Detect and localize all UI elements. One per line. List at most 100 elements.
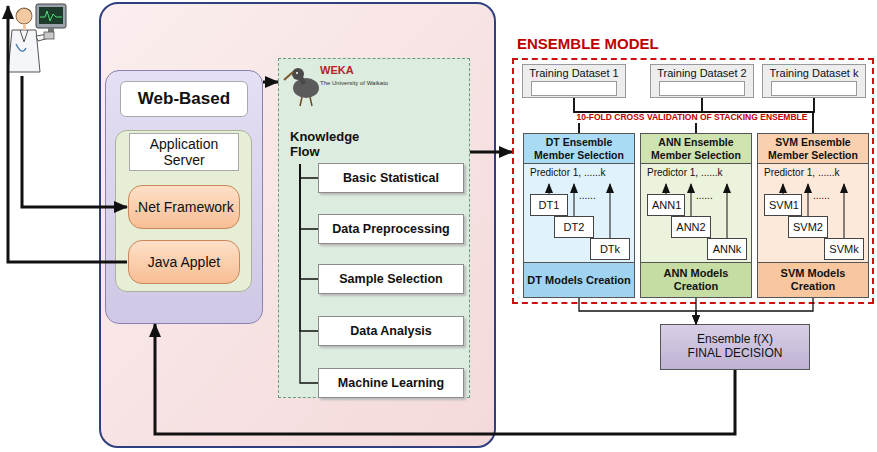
text-slot: Predictor 1, ......k [527, 165, 631, 181]
connector [263, 81, 278, 84]
predictor-arrow [808, 184, 809, 216]
connector [813, 98, 814, 133]
box-label: Machine Learning [338, 376, 444, 390]
model-box: SVMk [824, 238, 864, 260]
model-box: DT1 [530, 194, 568, 216]
text-slot: DT Ensemble Member Selection [524, 134, 634, 164]
connector [300, 164, 318, 331]
ensemble-region: Training Dataset 1 Training Dataset 2 Trai… [512, 58, 874, 304]
box-label: ANN2 [676, 221, 705, 234]
ellipsis-mark: ...... [813, 190, 830, 202]
box-label: Data Preprocessing [332, 222, 449, 236]
connector [696, 298, 813, 324]
box-label: SVMk [829, 243, 858, 256]
model-box: DT2 [554, 216, 594, 238]
predictor-arrow [610, 184, 611, 238]
dataset-inner-box [531, 81, 617, 96]
model-box: ANN2 [671, 216, 711, 238]
box-label: Sample Selection [339, 272, 443, 286]
text-slot: ENSEMBLE MODEL [514, 33, 744, 55]
connector [300, 164, 318, 383]
model-box: SVM2 [788, 216, 828, 238]
model-box: DTk [590, 238, 630, 260]
dataset-box: Training Dataset k [762, 64, 866, 98]
region-title: ENSEMBLE MODEL [517, 35, 659, 52]
predictor-arrow [691, 184, 692, 216]
connector [574, 98, 813, 133]
box-label: .Net Framework [134, 199, 234, 215]
user-request-arrow [22, 76, 127, 207]
weka-bird-logo [284, 68, 319, 106]
box-label: DT Models Creation [527, 274, 630, 287]
box-label: DT2 [564, 221, 585, 234]
text-slot: ANN Models Creation [641, 262, 751, 297]
predictor-arrow [783, 184, 784, 194]
model-box: ANN1 [647, 194, 685, 216]
dataset-inner-box [771, 81, 857, 96]
predictor-arrow [844, 184, 845, 238]
box-label: Predictor 1, ......k [764, 167, 840, 179]
predictor-arrow [574, 184, 575, 216]
box-label: DT1 [539, 199, 560, 212]
box-label: Knowledge Flow [290, 130, 376, 160]
box-label: Predictor 1, ......k [647, 167, 723, 179]
box-label: Basic Statistical [343, 171, 439, 185]
box-label: Data Analysis [350, 324, 432, 338]
box-label: ANN Models Creation [644, 267, 748, 292]
predictor-arrow [549, 184, 550, 194]
text-slot: Training Dataset 1 [523, 66, 625, 80]
process-box: Sample Selection [318, 264, 464, 294]
ann-column: ANN1ANN2ANNk ANN Ensemble Member Selectio… [640, 133, 752, 298]
connector [300, 164, 318, 178]
dt-column: DT1DT2DTk DT Ensemble Member SelectionPre… [523, 133, 635, 298]
application-server-box: .Net FrameworkJava Applet Application Ser… [115, 130, 252, 292]
svm-column: SVM1SVM2SVMk SVM Ensemble Member Selectio… [757, 133, 869, 298]
logo-text: WEKA [320, 64, 354, 77]
box-label: Application Server [133, 136, 235, 168]
connector [300, 164, 318, 279]
connector [155, 324, 735, 434]
box-label: ANN1 [652, 199, 680, 212]
text-slot: DT Models Creation [524, 262, 634, 297]
web-based-box: .Net FrameworkJava Applet Application Ser… [105, 70, 263, 324]
dataset-inner-box [659, 81, 745, 96]
box-label: SVM Ensemble Member Selection [761, 136, 865, 160]
framework-box: Java Applet [128, 240, 240, 284]
text-slot: Predictor 1, ......k [644, 165, 748, 181]
box-label: Training Dataset 2 [657, 67, 746, 80]
ellipsis-mark: ...... [579, 190, 596, 202]
connector [695, 298, 696, 324]
text-slot: Predictor 1, ......k [761, 165, 865, 181]
model-box: SVM1 [764, 194, 802, 216]
doctor-illustration [8, 4, 66, 72]
box-label: Predictor 1, ......k [530, 167, 606, 179]
process-box: Data Analysis [318, 316, 464, 346]
box-label: SVM Models Creation [761, 267, 865, 292]
box-label: DTk [600, 243, 620, 256]
text-slot: Application Server [129, 133, 239, 171]
connector [300, 164, 318, 229]
dataset-box: Training Dataset 1 [522, 64, 626, 98]
box-label: ANN Ensemble Member Selection [644, 136, 748, 160]
logo-text: The University of Waikato [320, 80, 388, 87]
dataset-box: Training Dataset 2 [650, 64, 754, 98]
box-label: Training Dataset k [770, 67, 859, 80]
text-slot: Web-Based [120, 81, 248, 117]
text-slot: Knowledge Flow [287, 125, 379, 165]
web-panel [100, 3, 495, 447]
box-label: DT Ensemble Member Selection [527, 136, 631, 160]
process-box: Data Preprocessing [318, 214, 464, 244]
framework-box: .Net Framework [128, 185, 240, 229]
box-label: SVM1 [769, 199, 797, 212]
connector [470, 151, 512, 154]
box-label: ANNk [713, 243, 742, 256]
user-response-arrow [8, 6, 127, 262]
process-note: 10-FOLD CROSS VALIDATION OF STACKING ENS… [574, 113, 811, 123]
predictor-arrow [727, 184, 728, 238]
text-slot: Training Dataset 2 [651, 66, 753, 80]
box-label: Ensemble f(X) [697, 333, 773, 347]
text-slot: Training Dataset k [763, 66, 865, 80]
box-label: Training Dataset 1 [529, 67, 618, 80]
text-slot: SVM Models Creation [758, 262, 868, 297]
